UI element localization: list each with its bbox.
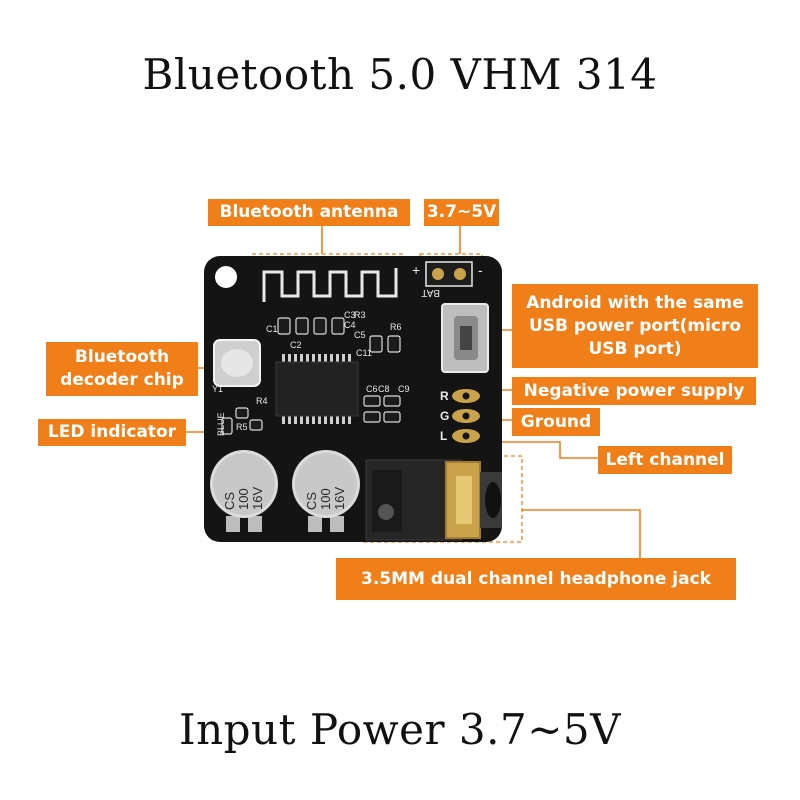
svg-text:16V: 16V bbox=[332, 487, 347, 510]
svg-text:R4: R4 bbox=[256, 396, 268, 406]
svg-text:CS: CS bbox=[304, 492, 319, 510]
label-negative-power: Negative power supply bbox=[512, 377, 756, 405]
svg-text:C5: C5 bbox=[354, 330, 366, 340]
label-led-indicator: LED indicator bbox=[38, 419, 186, 446]
usb-label-line1: Android with the same bbox=[526, 292, 744, 313]
label-usb-port: Android with the same USB power port(mic… bbox=[512, 284, 758, 368]
label-bluetooth-antenna: Bluetooth antenna bbox=[208, 199, 410, 226]
svg-text:C6: C6 bbox=[366, 384, 378, 394]
capacitor-left: CS 100 16V bbox=[210, 450, 278, 532]
power-pin-plus bbox=[432, 268, 444, 280]
svg-text:CS: CS bbox=[222, 492, 237, 510]
usb-label-line2: USB power port(micro bbox=[528, 315, 742, 336]
jack-leader bbox=[522, 509, 641, 558]
plus-mark: + bbox=[412, 262, 420, 278]
chip-pins bbox=[282, 354, 351, 424]
page-title: Bluetooth 5.0 VHM 314 bbox=[142, 50, 658, 99]
chip-label-line1: Bluetooth bbox=[74, 347, 170, 367]
svg-text:R6: R6 bbox=[390, 322, 402, 332]
svg-text:C9: C9 bbox=[398, 384, 410, 394]
silkscreen: C1 C2 C3 C4 C5 R3 R6 C11 Y1 R4 R5 C6 C8 … bbox=[212, 310, 410, 436]
decoder-chip bbox=[275, 361, 359, 417]
svg-text:C1: C1 bbox=[266, 324, 278, 334]
svg-text:100: 100 bbox=[318, 488, 333, 510]
label-left-channel: Left channel bbox=[598, 446, 732, 474]
svg-text:C3: C3 bbox=[344, 310, 356, 320]
label-headphone-jack: 3.5MM dual channel headphone jack bbox=[336, 558, 736, 600]
usb-label-line3: USB port) bbox=[588, 338, 682, 359]
smd-parts bbox=[221, 317, 401, 435]
micro-usb-tongue bbox=[460, 326, 472, 350]
power-pin-minus bbox=[454, 268, 466, 280]
pin-letter-r: R bbox=[440, 389, 449, 403]
svg-text:100: 100 bbox=[236, 488, 251, 510]
minus-mark: - bbox=[478, 262, 483, 278]
pin-letter-g: G bbox=[440, 409, 449, 423]
svg-text:16V: 16V bbox=[250, 487, 265, 510]
page-footer: Input Power 3.7~5V bbox=[179, 705, 621, 754]
capacitor-right: CS 100 16V bbox=[292, 450, 360, 532]
left-leader bbox=[488, 441, 598, 459]
pin-letter-l: L bbox=[440, 429, 447, 443]
svg-text:Y1: Y1 bbox=[212, 384, 223, 394]
svg-text:BLUE: BLUE bbox=[216, 412, 226, 436]
mounting-hole bbox=[215, 266, 237, 288]
svg-text:R5: R5 bbox=[236, 422, 248, 432]
label-decoder-chip: Bluetooth decoder chip bbox=[46, 342, 198, 396]
chip-label-line2: decoder chip bbox=[60, 370, 184, 390]
headphone-jack bbox=[365, 459, 502, 541]
crystal-top bbox=[221, 349, 253, 377]
svg-text:C11: C11 bbox=[356, 348, 372, 358]
label-ground: Ground bbox=[512, 408, 600, 436]
label-voltage: 3.7~5V bbox=[424, 199, 499, 226]
svg-text:R3: R3 bbox=[354, 310, 366, 320]
svg-text:C4: C4 bbox=[344, 320, 356, 330]
antenna-trace bbox=[262, 268, 398, 302]
svg-text:C8: C8 bbox=[378, 384, 390, 394]
svg-text:C2: C2 bbox=[290, 340, 302, 350]
audio-pins bbox=[452, 389, 480, 443]
bat-silk: BAT bbox=[421, 287, 440, 298]
